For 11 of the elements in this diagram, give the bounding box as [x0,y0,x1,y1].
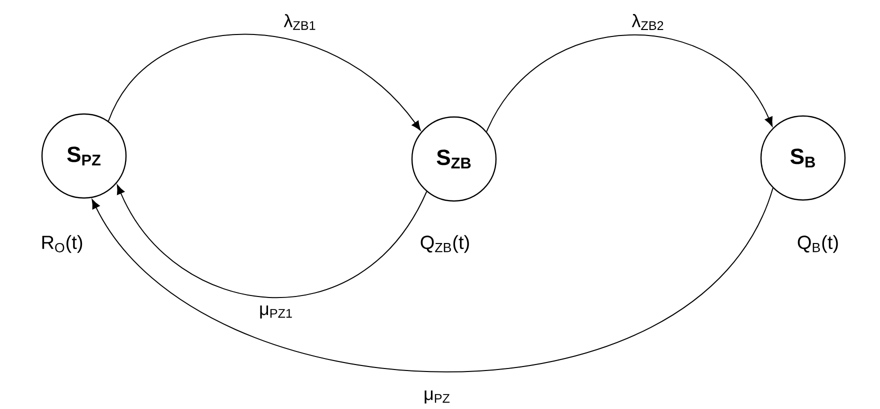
state-label: R$_{O}$(t) [42,235,82,253]
state-label: Q$_{ZB}$(t) [420,235,469,253]
arrow [108,34,421,131]
edge-label: λ$_{ZB1}$ [284,14,316,30]
edge-label: μ$_{PZ1}$ [260,306,292,318]
arrow [92,188,774,372]
arrow [486,34,773,132]
edge-label: μ$_{PZ}$ [424,390,450,404]
edge-label: λ$_{ZB2}$ [632,14,664,30]
arrow [116,184,428,298]
state-label: Q$_{B}$(t) [798,235,838,253]
